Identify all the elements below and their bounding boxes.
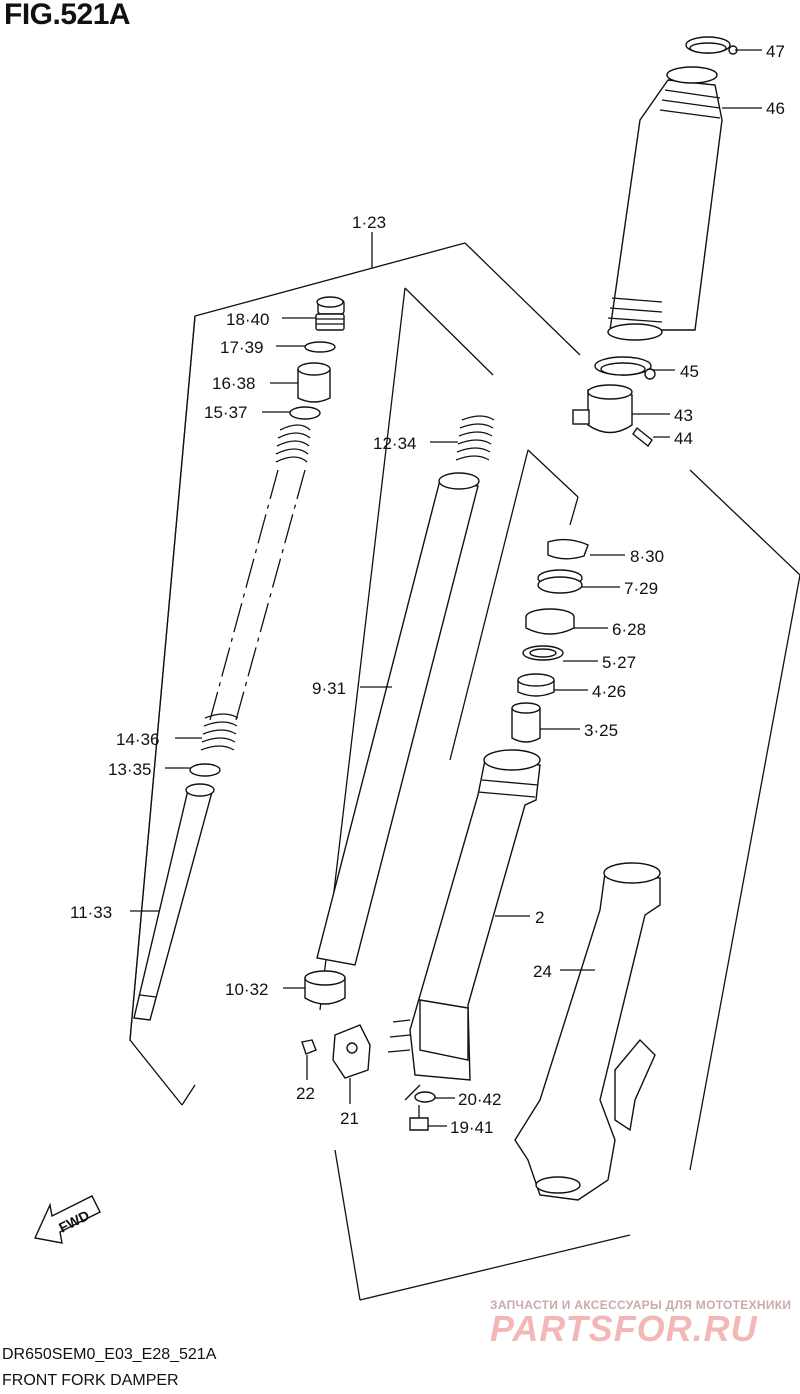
watermark-logo: PARTSFOR.RU	[490, 1308, 758, 1349]
cap-bolt-part	[315, 296, 345, 331]
inner-tube-part	[316, 472, 480, 966]
leader-lines	[130, 49, 762, 1127]
callout-2: 2	[535, 908, 544, 927]
callout-43: 43	[674, 406, 693, 425]
callout-16-38: 16·38	[212, 374, 255, 393]
callout-15-37: 15·37	[204, 403, 247, 422]
figure-subtitle: FRONT FORK DAMPER	[2, 1372, 179, 1389]
callout-46: 46	[766, 99, 785, 118]
callout-21: 21	[340, 1109, 359, 1128]
seal-stack-part	[511, 538, 589, 743]
callout-10-32: 10·32	[225, 980, 268, 999]
outer-tube-part	[387, 749, 541, 1081]
callout-18-40: 18·40	[226, 310, 269, 329]
callout-12-34: 12·34	[373, 434, 416, 453]
figure-code: DR650SEM0_E03_E28_521A	[2, 1346, 217, 1363]
figure-title: FIG.521A	[4, 0, 131, 31]
spring-seat-part	[189, 763, 221, 777]
callout-19-41: 19·41	[450, 1118, 493, 1137]
callout-47: 47	[766, 42, 785, 61]
axle-bracket-part	[301, 1024, 371, 1079]
clamp-top-part	[685, 36, 738, 55]
watermark-tagline: ЗАПЧАСТИ И АКСЕССУАРЫ ДЛЯ МОТОТЕХНИКИ	[490, 1298, 792, 1312]
o-ring-part	[304, 341, 336, 353]
callout-9-31: 9·31	[312, 679, 346, 698]
callout-14-36: 14·36	[116, 730, 159, 749]
callout-8-30: 8·30	[630, 547, 664, 566]
spacer-part	[297, 362, 331, 403]
callout-6-28: 6·28	[612, 620, 646, 639]
callout-3-25: 3·25	[584, 721, 618, 740]
callout-1-23: 1·23	[352, 213, 386, 232]
callout-22: 22	[296, 1084, 315, 1103]
callout-17-39: 17·39	[220, 338, 263, 357]
dust-boot-part	[607, 66, 723, 341]
guide-bush-part	[304, 970, 346, 1005]
callout-45: 45	[680, 362, 699, 381]
callout-11-33: 11·33	[70, 903, 112, 922]
fork-spring-part	[200, 424, 311, 751]
washer-part	[289, 406, 321, 420]
rebound-spring-part	[455, 415, 495, 461]
callout-20-42: 20·42	[458, 1090, 501, 1109]
callout-24: 24	[533, 962, 552, 981]
boot-holder-part	[572, 384, 653, 448]
fwd-arrow-icon: FWD	[33, 1195, 101, 1244]
callout-7-29: 7·29	[624, 579, 658, 598]
callout-44: 44	[674, 429, 693, 448]
callout-5-27: 5·27	[602, 653, 636, 672]
drain-bolt-part	[409, 1091, 436, 1131]
callout-labels: 47 46 1·23 18·40 17·39 16·38 15·37 12·34…	[70, 42, 785, 1137]
assembly-outline	[129, 242, 800, 1301]
damper-rod-part	[133, 783, 215, 1021]
outer-tube-right-part	[514, 862, 661, 1201]
clamp-bottom-part	[594, 356, 656, 380]
callout-4-26: 4·26	[592, 682, 626, 701]
callout-13-35: 13·35	[108, 760, 151, 779]
